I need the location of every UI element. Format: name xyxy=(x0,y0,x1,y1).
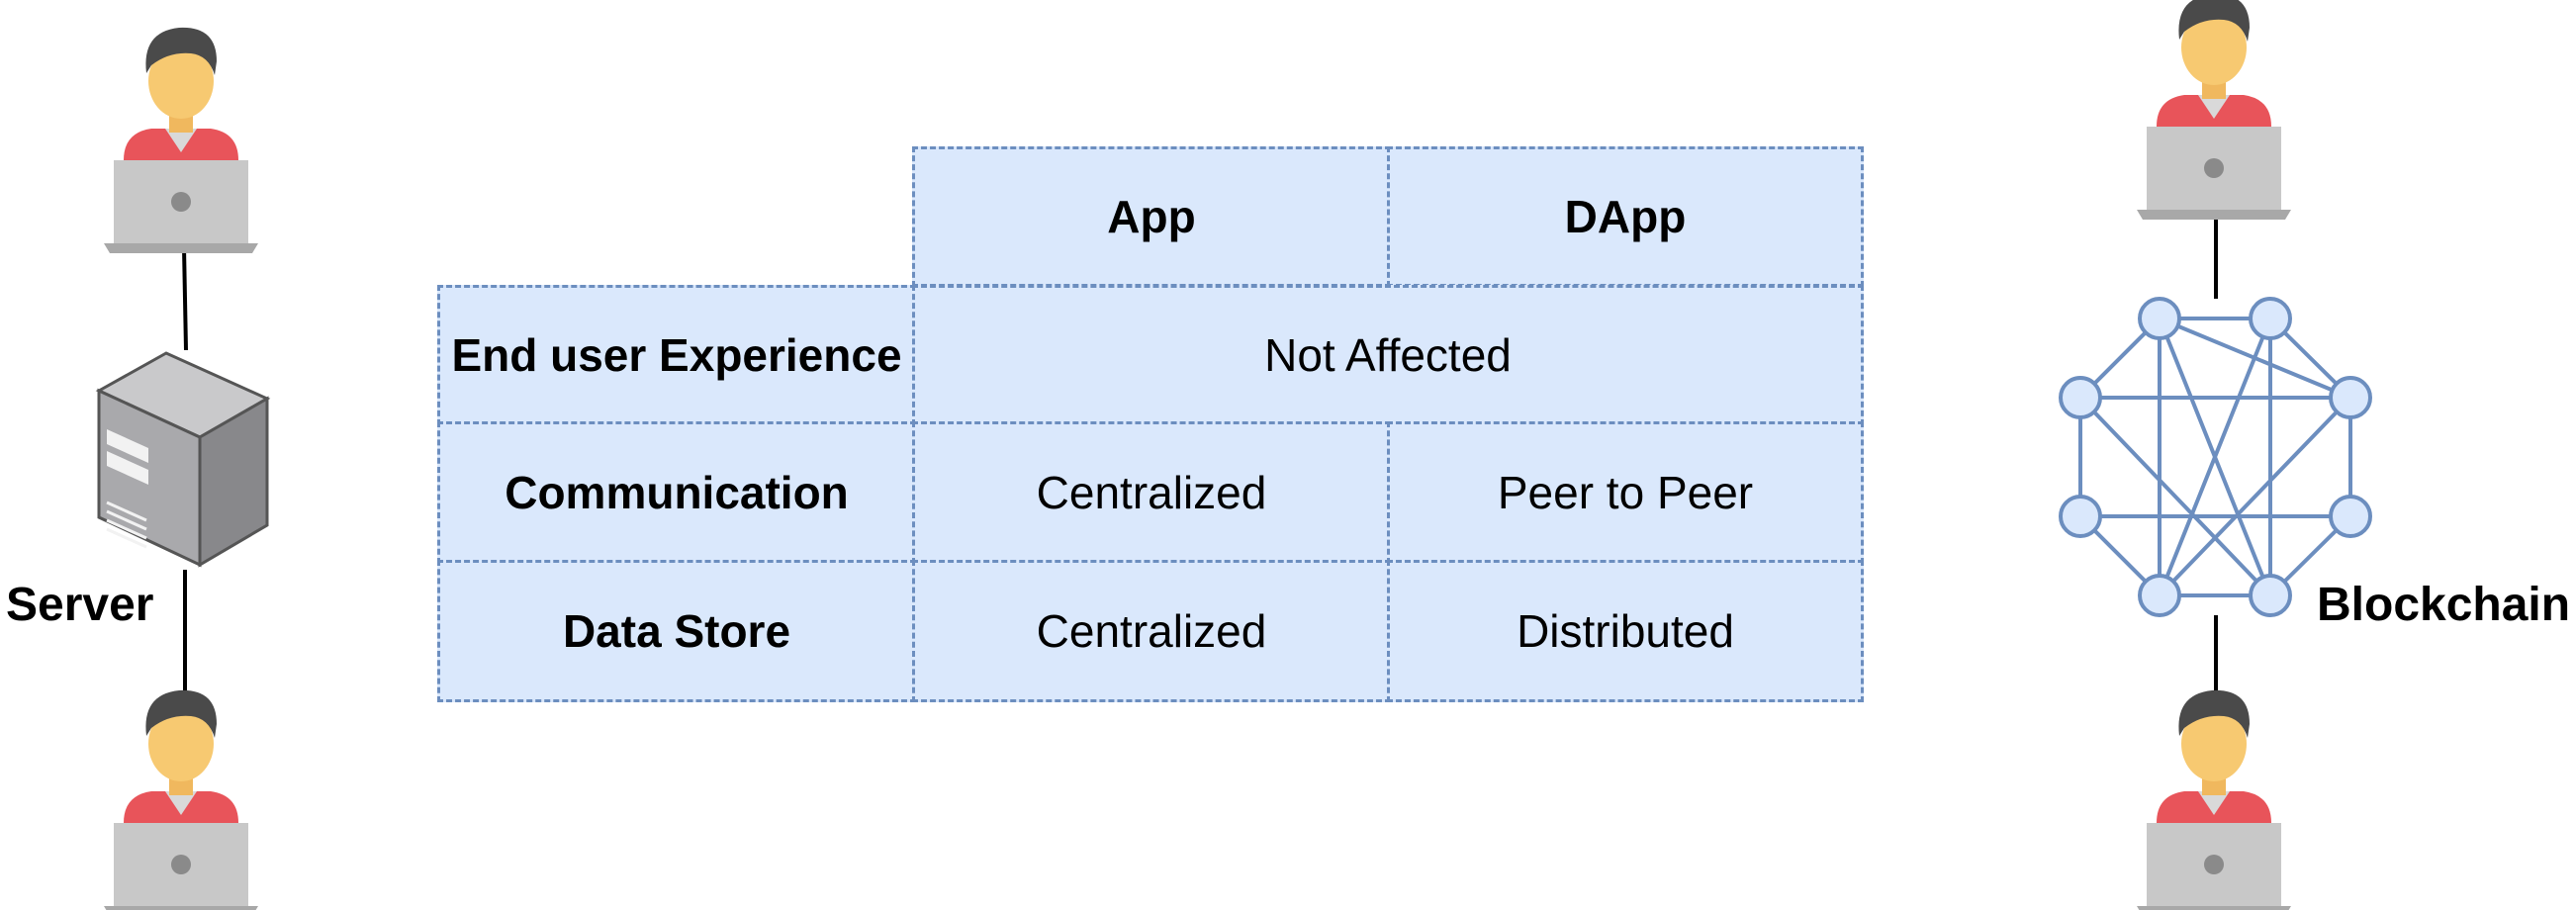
server-side xyxy=(95,27,271,910)
user-laptop-icon xyxy=(104,27,258,253)
cell-end-user-experience-shared: Not Affected xyxy=(912,285,1864,425)
user-laptop-icon xyxy=(2137,0,2291,220)
column-header-app: App xyxy=(912,146,1391,287)
row-header-end-user-experience: End user Experience xyxy=(437,285,916,425)
blockchain-label: Blockchain xyxy=(2317,579,2571,631)
user-laptop-icon xyxy=(104,689,258,910)
blockchain-side xyxy=(2059,0,2372,910)
cell-data-store-dapp: Distributed xyxy=(1387,560,1864,702)
server-label: Server xyxy=(6,579,154,631)
server-icon xyxy=(95,351,271,568)
connector-line xyxy=(182,246,188,351)
user-laptop-icon xyxy=(2137,689,2291,910)
row-header-communication: Communication xyxy=(437,421,916,564)
blockchain-network-icon xyxy=(2059,297,2372,617)
cell-communication-app: Centralized xyxy=(912,421,1391,564)
row-header-data-store: Data Store xyxy=(437,560,916,702)
column-header-dapp: DApp xyxy=(1387,146,1864,287)
cell-data-store-app: Centralized xyxy=(912,560,1391,702)
cell-communication-dapp: Peer to Peer xyxy=(1387,421,1864,564)
